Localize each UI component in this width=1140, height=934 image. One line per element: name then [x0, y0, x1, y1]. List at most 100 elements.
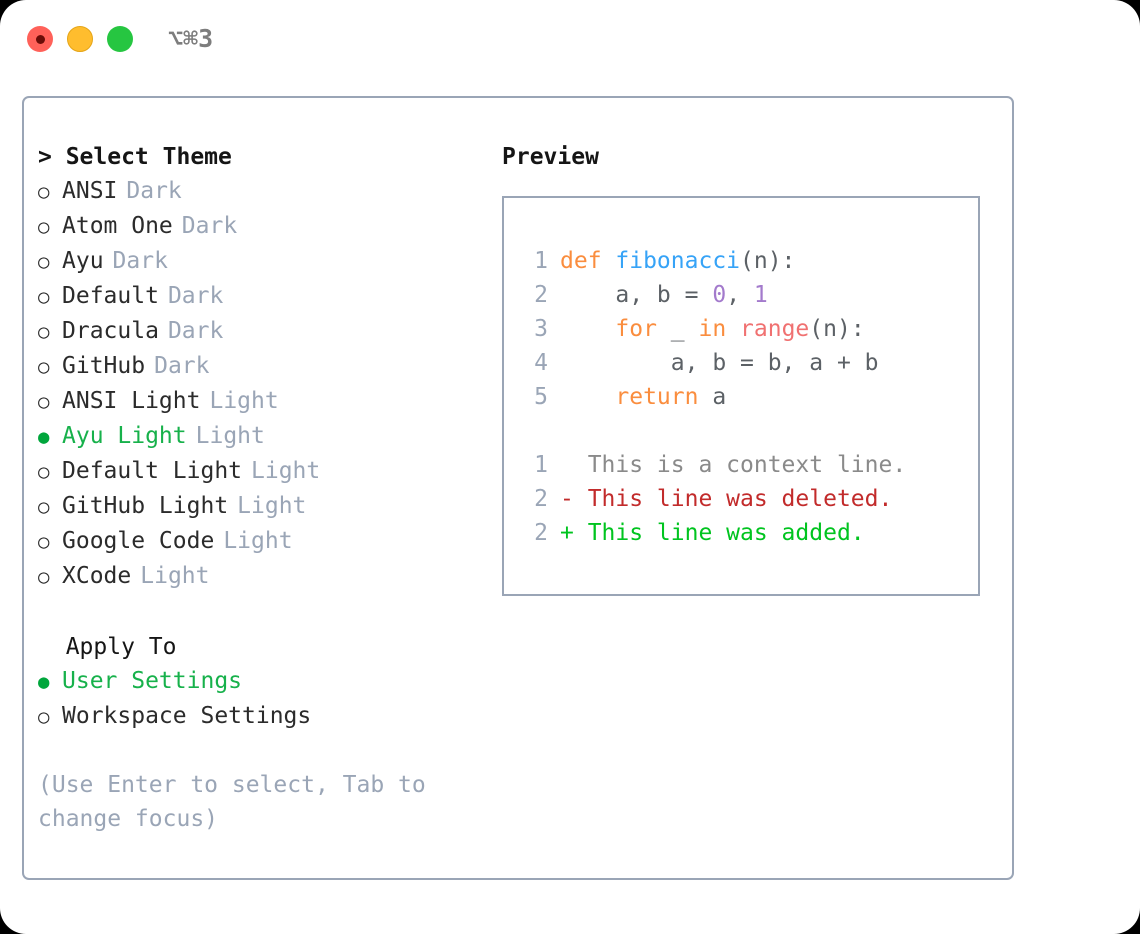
- code-token: 1: [753, 282, 768, 308]
- line-number: 2: [534, 486, 548, 512]
- code-text: a, b = 0, 1: [560, 278, 768, 312]
- diff-line: 1 This is a context line.: [504, 448, 978, 482]
- code-text: return a: [560, 380, 726, 414]
- theme-category-tag: Dark: [167, 283, 224, 309]
- theme-option-label: Google Code: [62, 528, 215, 554]
- window-controls: [27, 26, 133, 52]
- theme-category-tag: Dark: [181, 213, 238, 239]
- code-token: fibonacci: [615, 248, 741, 274]
- code-token: _: [670, 316, 699, 342]
- radio-unselected-icon: ○: [38, 251, 50, 273]
- theme-category-tag: Light: [237, 493, 307, 519]
- theme-category-tag: Light: [140, 563, 210, 589]
- diff-text: This is a context line.: [560, 452, 907, 478]
- code-token: return: [560, 384, 713, 410]
- theme-option-label: Default Light: [62, 458, 243, 484]
- preview-heading: Preview: [502, 144, 599, 170]
- apply-to-option-label: User Settings: [62, 668, 243, 694]
- theme-option-10[interactable]: ○ Google Code Light: [38, 524, 488, 559]
- apply-to-option-label: Workspace Settings: [62, 703, 312, 729]
- code-token: 0: [712, 282, 727, 308]
- code-text: for _ in range(n):: [560, 312, 865, 346]
- diff-line: 2+ This line was added.: [504, 516, 978, 550]
- code-token: ,: [726, 282, 754, 308]
- diff-sample: 1 This is a context line.2- This line wa…: [504, 448, 978, 550]
- theme-option-label: Dracula: [62, 318, 159, 344]
- theme-option-label: ANSI Light: [62, 388, 201, 414]
- code-line: 4 a, b = b, a + b: [504, 346, 978, 380]
- theme-option-label: Atom One: [62, 213, 173, 239]
- code-line: 1 def fibonacci(n):: [504, 244, 978, 278]
- recording-indicator-icon: [35, 34, 45, 44]
- code-token: (n):: [740, 248, 796, 274]
- apply-to-option-list: ● User Settings ○ Workspace Settings: [38, 664, 488, 734]
- code-line: 3 for _ in range(n):: [504, 312, 978, 346]
- apply-to-option-1[interactable]: ○ Workspace Settings: [38, 699, 488, 734]
- theme-option-3[interactable]: ○ Default Dark: [38, 279, 488, 314]
- code-token: (n):: [809, 316, 865, 342]
- minimize-button[interactable]: [67, 26, 93, 52]
- theme-option-label: XCode: [62, 563, 132, 589]
- theme-category-tag: Light: [223, 528, 293, 554]
- code-line: 5 return a: [504, 380, 978, 414]
- theme-category-tag: Light: [251, 458, 321, 484]
- close-button[interactable]: [27, 26, 53, 52]
- theme-category-tag: Dark: [167, 318, 224, 344]
- line-number: 1: [534, 452, 548, 478]
- radio-selected-icon: ●: [38, 426, 50, 448]
- code-token: def: [560, 248, 616, 274]
- line-number: 4: [534, 350, 548, 376]
- theme-option-label: Ayu: [62, 248, 104, 274]
- maximize-button[interactable]: [107, 26, 133, 52]
- theme-option-label: GitHub: [62, 353, 146, 379]
- radio-unselected-icon: ○: [38, 181, 50, 203]
- apply-to-heading: Apply To: [38, 634, 177, 660]
- line-number: 1: [534, 248, 548, 274]
- radio-unselected-icon: ○: [38, 286, 50, 308]
- keyboard-hint-text: (Use Enter to select, Tab to change focu…: [38, 772, 440, 832]
- radio-unselected-icon: ○: [38, 321, 50, 343]
- radio-selected-icon: ●: [38, 671, 50, 693]
- diff-line: 2- This line was deleted.: [504, 482, 978, 516]
- radio-unselected-icon: ○: [38, 566, 50, 588]
- keyboard-shortcut-label: ⌥⌘3: [168, 24, 214, 53]
- code-token: range: [740, 316, 810, 342]
- select-theme-heading: > Select Theme: [38, 144, 232, 170]
- radio-unselected-icon: ○: [38, 356, 50, 378]
- theme-option-4[interactable]: ○ Dracula Dark: [38, 314, 488, 349]
- theme-option-8[interactable]: ○ Default Light Light: [38, 454, 488, 489]
- radio-unselected-icon: ○: [38, 531, 50, 553]
- line-number: 3: [534, 316, 548, 342]
- code-token: in: [698, 316, 741, 342]
- section-spacer: [38, 594, 488, 630]
- theme-category-tag: Light: [209, 388, 279, 414]
- theme-option-label: Ayu Light: [62, 423, 187, 449]
- radio-unselected-icon: ○: [38, 461, 50, 483]
- theme-option-label: Default: [62, 283, 159, 309]
- code-diff-spacer: [504, 414, 978, 448]
- code-text: a, b = b, a + b: [560, 346, 879, 380]
- code-token: a, b =: [560, 282, 713, 308]
- diff-text: + This line was added.: [560, 520, 865, 546]
- theme-option-label: ANSI: [62, 178, 118, 204]
- radio-unselected-icon: ○: [38, 706, 50, 728]
- apply-to-option-0[interactable]: ● User Settings: [38, 664, 488, 699]
- code-token: for: [560, 316, 671, 342]
- line-number: 2: [534, 282, 548, 308]
- theme-option-11[interactable]: ○ XCode Light: [38, 559, 488, 594]
- title-bar: ⌥⌘3: [0, 0, 1140, 78]
- code-token: a: [712, 384, 727, 410]
